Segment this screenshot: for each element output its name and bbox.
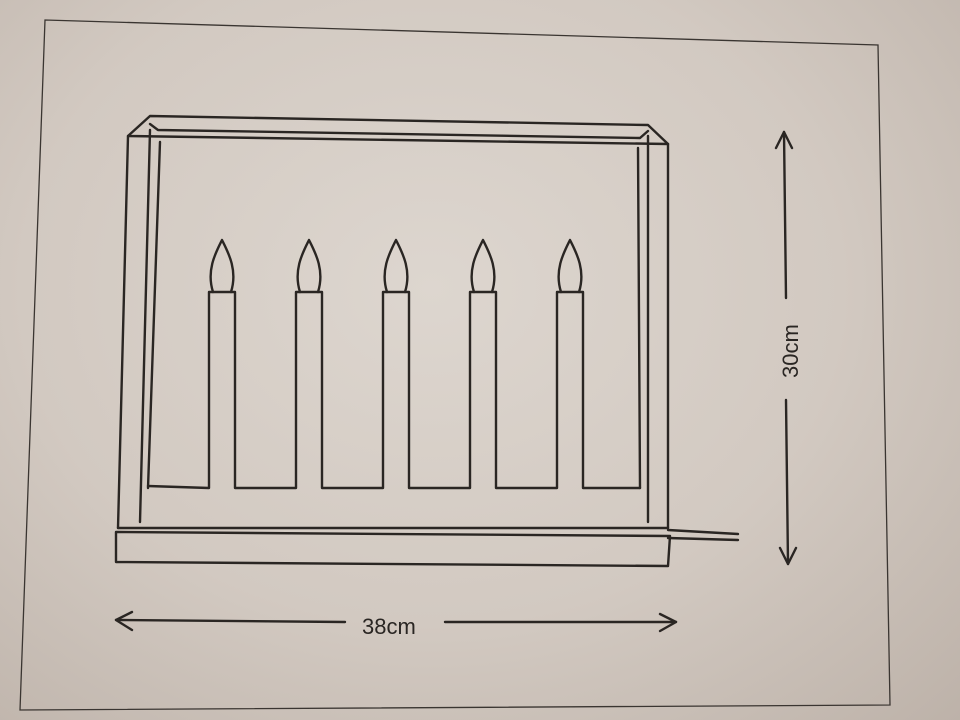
candle-bridge-outline [146, 290, 642, 490]
width-arrowhead-right [658, 612, 678, 633]
frame-top-outer [126, 114, 670, 146]
page-border [19, 19, 891, 711]
candle-flame-3 [383, 238, 409, 294]
candle-flame-2 [296, 238, 322, 294]
frame-top-inner [148, 122, 650, 140]
candle-flame-1 [209, 238, 235, 294]
candle-flame-5 [557, 238, 583, 294]
height-arrowhead-top [774, 130, 794, 150]
candle-flame-4 [470, 238, 496, 294]
width-dimension-label: 38cm [362, 614, 416, 639]
height-dimension-label: 30cm [778, 324, 803, 378]
candle-group [146, 238, 642, 490]
power-cord [666, 528, 740, 536]
frame-left-post-inner [138, 128, 152, 524]
height-arrow-bottom-line [784, 398, 790, 566]
width-arrow-left-line [114, 618, 347, 624]
height-arrow-top-line [782, 130, 788, 300]
height-arrowhead-bottom [778, 546, 798, 566]
frame-left-post-outer [116, 134, 130, 530]
power-cord-lower [666, 536, 740, 542]
base-plate [114, 530, 672, 568]
frame-right-post-back [636, 146, 642, 490]
frame-left-post-back [146, 140, 162, 490]
width-arrowhead-left [114, 610, 134, 632]
